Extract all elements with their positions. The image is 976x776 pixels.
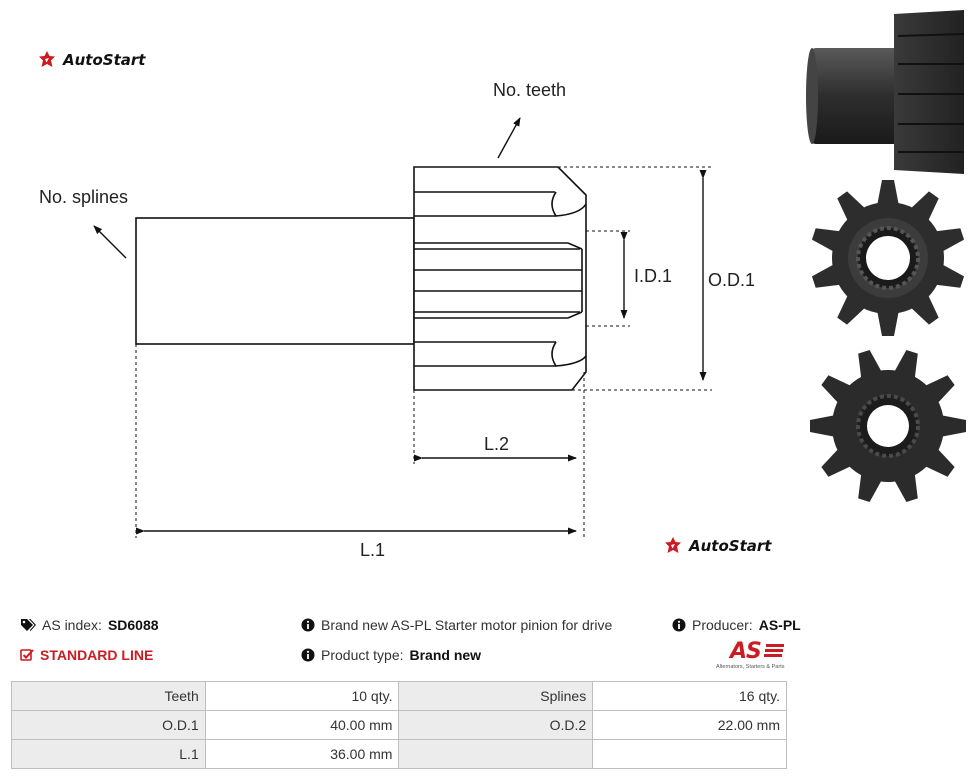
brand-name: AutoStart (689, 537, 772, 555)
info-circle-icon (301, 618, 315, 632)
table-row: O.D.1 40.00 mm O.D.2 22.00 mm (11, 710, 787, 740)
teeth-pointer (497, 117, 521, 159)
table-row: L.1 36.00 mm (11, 739, 787, 769)
tags-icon (21, 619, 36, 631)
producer-value: AS-PL (758, 617, 801, 633)
brand-name: AutoStart (63, 51, 146, 69)
autostart-star-icon (665, 537, 681, 553)
table-row: Teeth 10 qty. Splines 16 qty. (11, 681, 787, 711)
spec-key: L.1 (11, 739, 206, 769)
label-id1: I.D.1 (634, 266, 673, 286)
spec-key (398, 739, 594, 769)
product-type: Product type: Brand new (301, 647, 481, 663)
producer: Producer: AS-PL (672, 617, 801, 633)
splines-pointer (93, 225, 127, 259)
info-circle-icon (672, 618, 686, 632)
spec-key: O.D.1 (11, 710, 206, 740)
as-pl-logo: AS Alternators, Starters & Parts (716, 639, 785, 670)
autostart-logo-bottom: AutoStart (663, 536, 771, 556)
pinion-side-photo (806, 10, 965, 174)
label-od1: O.D.1 (708, 270, 756, 290)
as-logo-stripes (764, 644, 784, 657)
label-l2: L.2 (484, 434, 510, 454)
pinion-back-photo (810, 349, 966, 503)
spec-value: 22.00 mm (592, 710, 787, 740)
spec-value: 36.00 mm (204, 739, 400, 769)
specs-table: Teeth 10 qty. Splines 16 qty. O.D.1 40.0… (11, 681, 787, 769)
spec-value: 40.00 mm (204, 710, 400, 740)
spec-key: Splines (398, 681, 594, 711)
label-no-splines: No. splines (39, 187, 129, 207)
gear-outline (413, 166, 587, 391)
pinion-front-photo (811, 180, 965, 336)
as-index: AS index: SD6088 (20, 617, 159, 633)
description: Brand new AS-PL Starter motor pinion for… (301, 617, 612, 633)
autostart-star-icon (39, 51, 55, 67)
label-l1: L.1 (360, 540, 386, 560)
label-no-teeth: No. teeth (493, 80, 567, 100)
standard-line-badge: STANDARD LINE (20, 647, 153, 663)
spec-value: 10 qty. (204, 681, 400, 711)
spec-value: 16 qty. (592, 681, 787, 711)
check-square-icon (20, 649, 34, 661)
spec-value (592, 739, 787, 769)
shaft-outline (135, 217, 415, 345)
as-index-value: SD6088 (107, 617, 159, 633)
technical-drawing (93, 117, 712, 538)
autostart-logo-top: AutoStart (37, 50, 145, 70)
spec-key: Teeth (11, 681, 206, 711)
info-circle-icon (301, 648, 315, 662)
spec-key: O.D.2 (398, 710, 594, 740)
product-type-value: Brand new (409, 647, 482, 663)
